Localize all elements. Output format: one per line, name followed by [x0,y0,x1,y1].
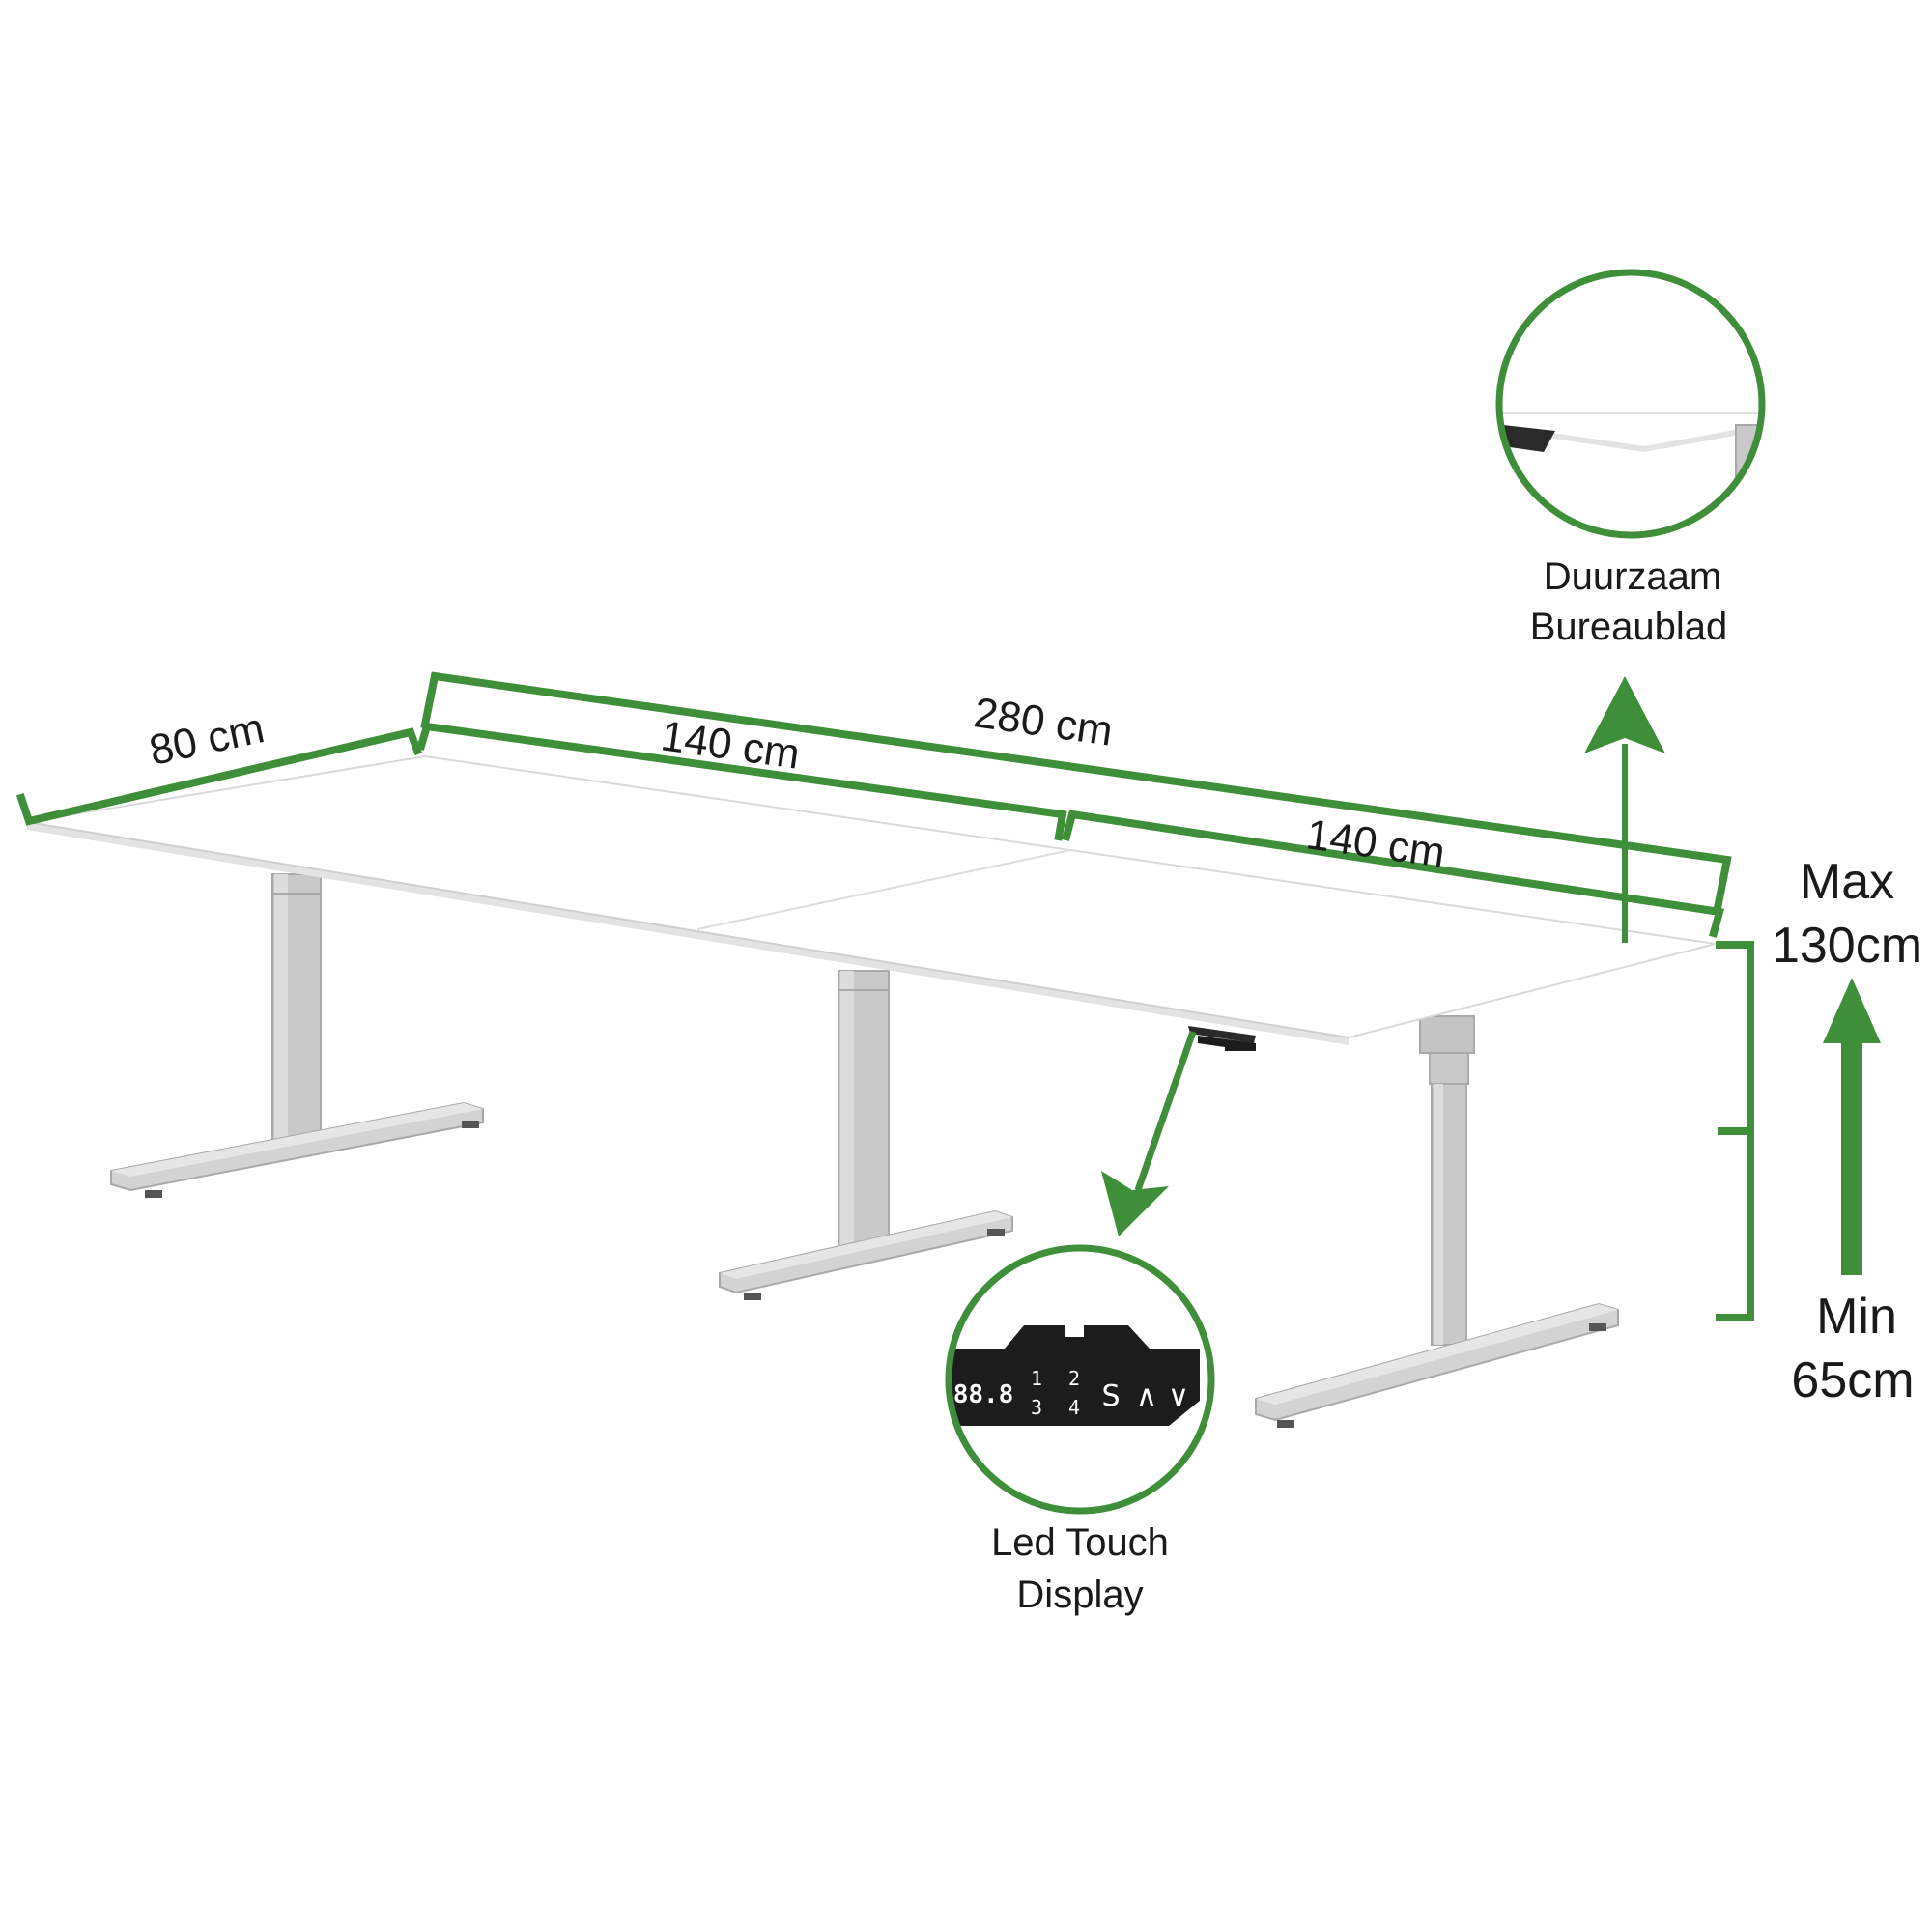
leg-middle [719,970,1013,1300]
height-max-value: 130cm [1772,918,1922,974]
height-min-value: 65cm [1791,1352,1914,1408]
height-up-arrow [1823,978,1881,1275]
dimension-labels: 80 cm 140 cm 280 cm 140 cm [145,689,1448,877]
total-length-bracket [420,671,1732,913]
leg-right [1255,1015,1619,1428]
arrow-to-desktop-callout [1584,676,1665,943]
segment-right-bracket [1062,810,1725,938]
desktop-seam [696,849,1071,930]
preset-1: 1 [1031,1367,1042,1390]
preset-4: 4 [1068,1396,1080,1419]
height-max-label: Max [1800,854,1894,910]
display-callout-line1: Led Touch [991,1521,1169,1564]
leg-left [110,873,484,1198]
height-labels: Max 130cm Min 65cm [1772,854,1922,1408]
depth-bracket [15,727,423,826]
arrow-to-display-callout [1101,1030,1197,1236]
desktop-callout: Duurzaam Bureaublad [1495,269,1766,648]
up-button: ∧ [1136,1379,1157,1413]
desktop-callout-line1: Duurzaam [1544,555,1722,598]
down-button: ∨ [1168,1379,1189,1413]
desktop-callout-ring [1495,269,1766,539]
save-button: S [1101,1379,1120,1413]
display-callout-line2: Display [1016,1574,1143,1616]
control-panel-zoom: 88.8 1 2 3 4 S ∧ ∨ [952,1325,1200,1426]
segment-left-bracket [416,722,1067,841]
preset-2: 2 [1068,1367,1080,1390]
dimension-lines [15,671,1754,1321]
control-panel-small [1188,1026,1256,1051]
total-length-label: 280 cm [971,689,1116,755]
display-readout: 88.8 [953,1380,1014,1409]
depth-label: 80 cm [145,704,268,775]
height-min-label: Min [1816,1289,1897,1345]
arrows [1101,676,1881,1275]
display-callout: 88.8 1 2 3 4 S ∧ ∨ Led Touch Display [945,1244,1215,1616]
display-callout-ring [945,1244,1215,1515]
desktop [26,755,1717,1051]
desk-frame [110,873,1619,1428]
desktop-callout-line2: Bureaublad [1530,606,1728,648]
preset-3: 3 [1031,1396,1042,1419]
